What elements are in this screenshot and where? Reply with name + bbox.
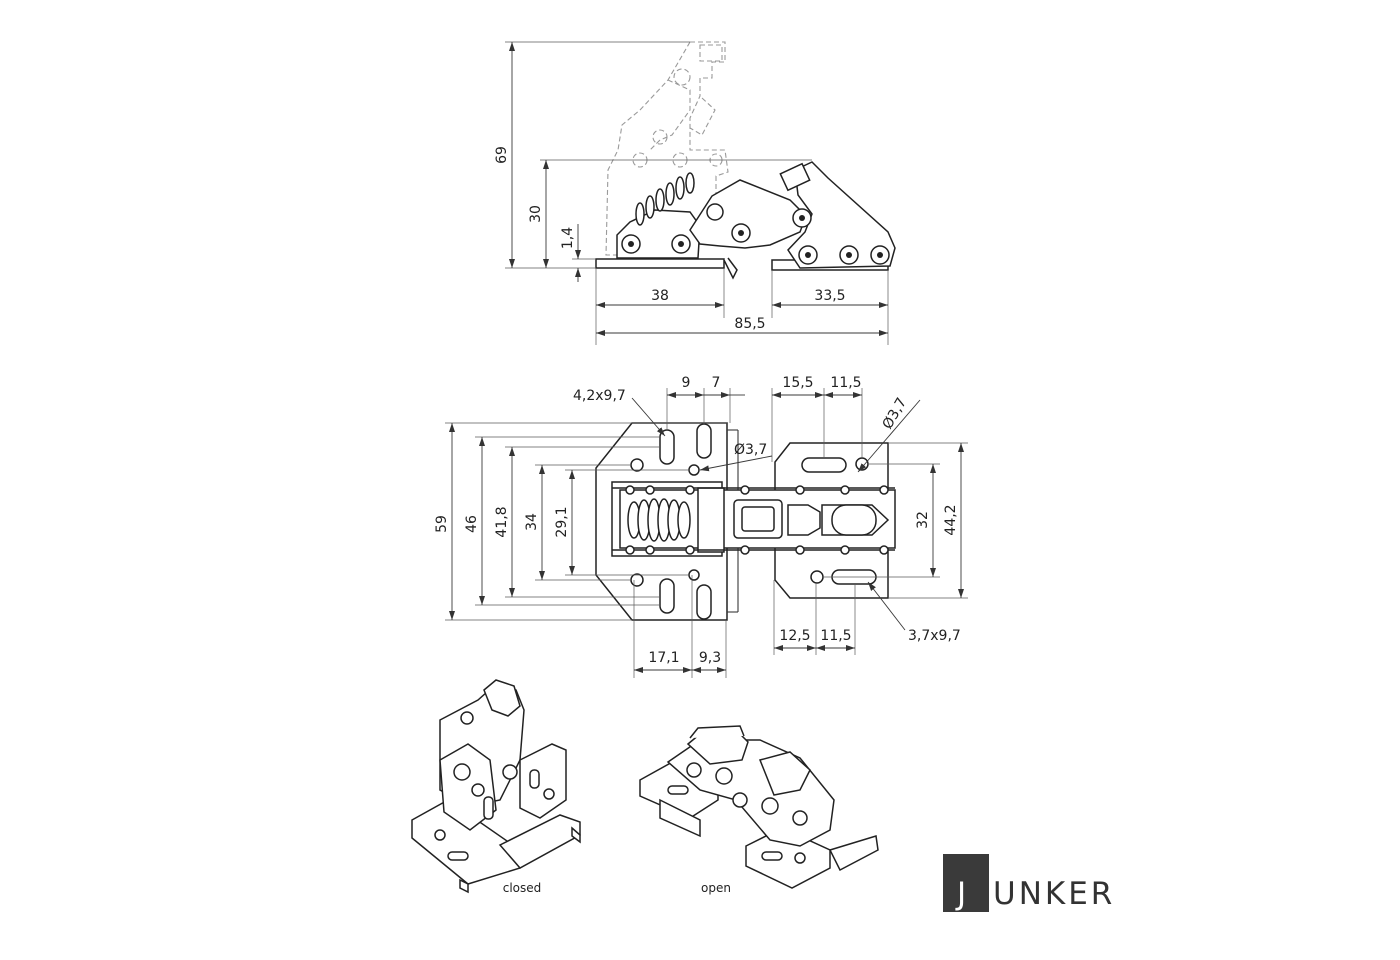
logo-name: UNKER	[993, 876, 1115, 912]
closed-iso-view: closed	[411, 679, 581, 895]
dim-85-5: 85,5	[734, 316, 765, 332]
side-view: 69 30 1,4 38 33,5 85,5	[494, 41, 896, 345]
dim-29-1: 29,1	[554, 506, 570, 537]
open-iso-view: open	[639, 725, 879, 895]
dim-34: 34	[524, 513, 540, 531]
dim-32: 32	[915, 511, 931, 529]
dim-15-5: 15,5	[782, 375, 813, 391]
dim-1-4: 1,4	[560, 227, 576, 249]
dim-59: 59	[434, 515, 450, 533]
dim-11-5-bottom: 11,5	[820, 628, 851, 644]
open-label: open	[701, 881, 731, 895]
dim-7: 7	[712, 375, 721, 391]
callout-slot-left: 4,2x9,7	[573, 388, 626, 404]
dim-38: 38	[651, 288, 669, 304]
dim-11-5-top: 11,5	[830, 375, 861, 391]
center-mechanism	[611, 481, 896, 557]
top-view: 59 46 41,8 34 29,1 32 44,2 9 7	[434, 375, 968, 678]
logo-initial: J	[955, 876, 969, 912]
dim-69: 69	[494, 146, 510, 164]
callout-hole-right: Ø3,7	[880, 395, 911, 432]
closed-label: closed	[503, 881, 542, 895]
dim-46: 46	[464, 515, 480, 533]
dim-9-3: 9,3	[699, 650, 721, 666]
junker-logo: J UNKER	[943, 854, 1115, 912]
callout-slot-right: 3,7x9,7	[908, 628, 961, 644]
dim-17-1: 17,1	[648, 650, 679, 666]
dim-30: 30	[528, 205, 544, 223]
callout-hole-left: Ø3,7	[734, 442, 767, 458]
dim-44-2: 44,2	[943, 504, 959, 535]
dim-9: 9	[682, 375, 691, 391]
dim-41-8: 41,8	[494, 506, 510, 537]
dim-33-5: 33,5	[814, 288, 845, 304]
spring-coils	[635, 172, 695, 226]
hinge-side-closed	[595, 161, 896, 280]
dim-12-5: 12,5	[779, 628, 810, 644]
